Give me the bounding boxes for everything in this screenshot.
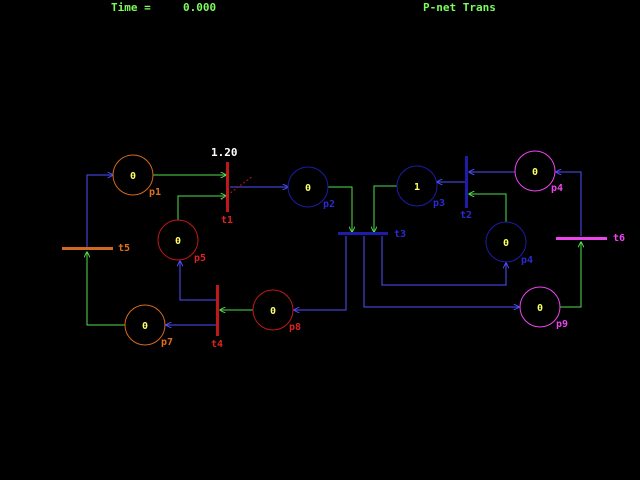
header: Time = 0.000 P-net Trans <box>111 1 496 14</box>
p3-label: p3 <box>433 198 445 209</box>
t2-label: t2 <box>460 210 472 221</box>
p8-tokens: 0 <box>270 306 276 317</box>
places: 0 p1 0 p5 0 p7 0 p8 0 p2 1 p3 0 p4 0 p4 … <box>112 150 568 348</box>
arc-t4-p5 <box>180 261 216 301</box>
t1-label: t1 <box>221 215 233 226</box>
t3-label: t3 <box>394 229 406 240</box>
net-title: P-net Trans <box>423 1 496 14</box>
t1-firing-indicator <box>220 175 254 201</box>
place-p4-top[interactable] <box>514 150 556 192</box>
arc-p3-t3 <box>374 185 397 232</box>
transition-t1-bar[interactable] <box>226 162 229 212</box>
place-p9[interactable] <box>519 286 561 328</box>
arc-t3-p4mid <box>381 236 506 286</box>
arcs <box>87 172 581 325</box>
p5-label: p5 <box>194 253 206 264</box>
t5-label: t5 <box>118 243 130 254</box>
t6-label: t6 <box>613 233 625 244</box>
arc-p4mid-t2 <box>469 194 507 222</box>
arc-p5-t1 <box>177 196 226 220</box>
place-p5[interactable] <box>157 219 199 261</box>
p4-mid-tokens: 0 <box>503 238 509 249</box>
p2-label: p2 <box>323 199 335 210</box>
place-p1[interactable] <box>112 154 154 196</box>
p9-label: p9 <box>556 319 568 330</box>
arc-p7-t5 <box>87 252 125 326</box>
place-p7[interactable] <box>124 304 166 346</box>
p1-tokens: 0 <box>130 171 136 182</box>
p4-top-label: p4 <box>551 183 563 194</box>
transition-t5-bar[interactable] <box>62 247 113 250</box>
arc-p9-t6 <box>560 242 581 308</box>
t1-timer: 1.20 <box>211 146 238 159</box>
p5-tokens: 0 <box>175 236 181 247</box>
arc-t3-p9 <box>363 236 519 307</box>
p7-tokens: 0 <box>142 321 148 332</box>
transition-t4-bar[interactable] <box>216 285 219 336</box>
transition-t6-bar[interactable] <box>556 237 607 240</box>
p3-tokens: 1 <box>414 182 420 193</box>
p7-label: p7 <box>161 337 173 348</box>
place-p8[interactable] <box>252 289 294 331</box>
p1-label: p1 <box>149 187 161 198</box>
time-label: Time = <box>111 1 151 14</box>
t4-label: t4 <box>211 339 223 350</box>
p4-top-tokens: 0 <box>532 167 538 178</box>
p8-label: p8 <box>289 322 301 333</box>
place-p3[interactable] <box>396 165 438 207</box>
arc-p2-t3 <box>328 186 352 232</box>
arc-t3-p8 <box>294 236 347 310</box>
arc-t6-p4top <box>556 172 582 236</box>
time-value: 0.000 <box>183 1 216 14</box>
p2-tokens: 0 <box>305 183 311 194</box>
transitions: 1.20 t1 t2 t3 t4 t5 t6 <box>62 146 625 350</box>
place-p2[interactable] <box>287 166 329 208</box>
transition-t2-bar[interactable] <box>465 156 468 208</box>
p4-mid-label: p4 <box>521 255 533 266</box>
transition-t3-bar[interactable] <box>338 232 388 235</box>
arc-t5-p1 <box>86 175 113 248</box>
place-p4-mid[interactable] <box>485 221 527 263</box>
p9-tokens: 0 <box>537 303 543 314</box>
